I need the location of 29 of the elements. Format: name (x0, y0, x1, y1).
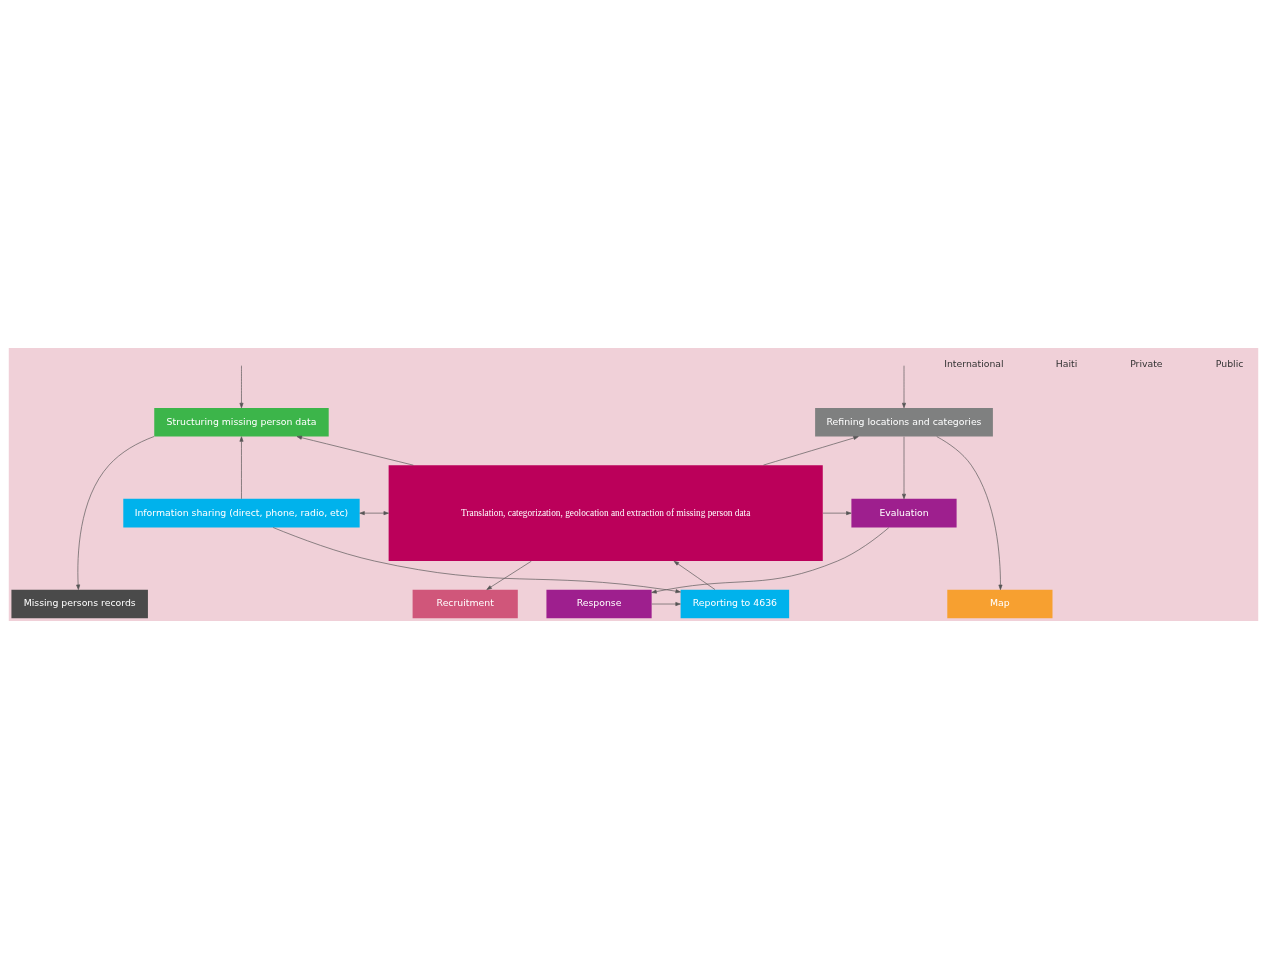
arrow (239, 436, 244, 500)
label: International (944, 358, 1004, 370)
node-box: Reporting to 4636 (680, 589, 790, 619)
node-box: Response (546, 589, 652, 619)
node-box: Missing persons records (11, 589, 148, 619)
label: Public (1215, 358, 1244, 370)
arrow (822, 511, 852, 516)
arrow (673, 560, 716, 590)
arrow (902, 436, 906, 500)
node-box: Translation, categorization, geolocation and extraction of missing person data (388, 465, 823, 562)
arrow (651, 527, 890, 594)
arrow (486, 560, 532, 590)
arrow (359, 511, 389, 516)
arrow (763, 436, 859, 466)
node-box: Map (947, 589, 1053, 619)
arrow (296, 435, 414, 466)
arrow (272, 527, 681, 594)
label: Haiti (1055, 358, 1078, 370)
node-box: Evaluation (851, 498, 957, 528)
arrow (239, 365, 244, 409)
node-box: Refining locations and categories (815, 407, 993, 437)
node-box: Structuring missing person data (154, 407, 329, 437)
node-box: Information sharing (direct, phone, radio, etc) (123, 498, 360, 528)
arrow (651, 602, 681, 606)
arrow (902, 365, 906, 409)
node-box: Recruitment (412, 589, 518, 619)
label: Private (1130, 358, 1163, 370)
arrow (936, 436, 1003, 590)
arrow (76, 436, 155, 590)
